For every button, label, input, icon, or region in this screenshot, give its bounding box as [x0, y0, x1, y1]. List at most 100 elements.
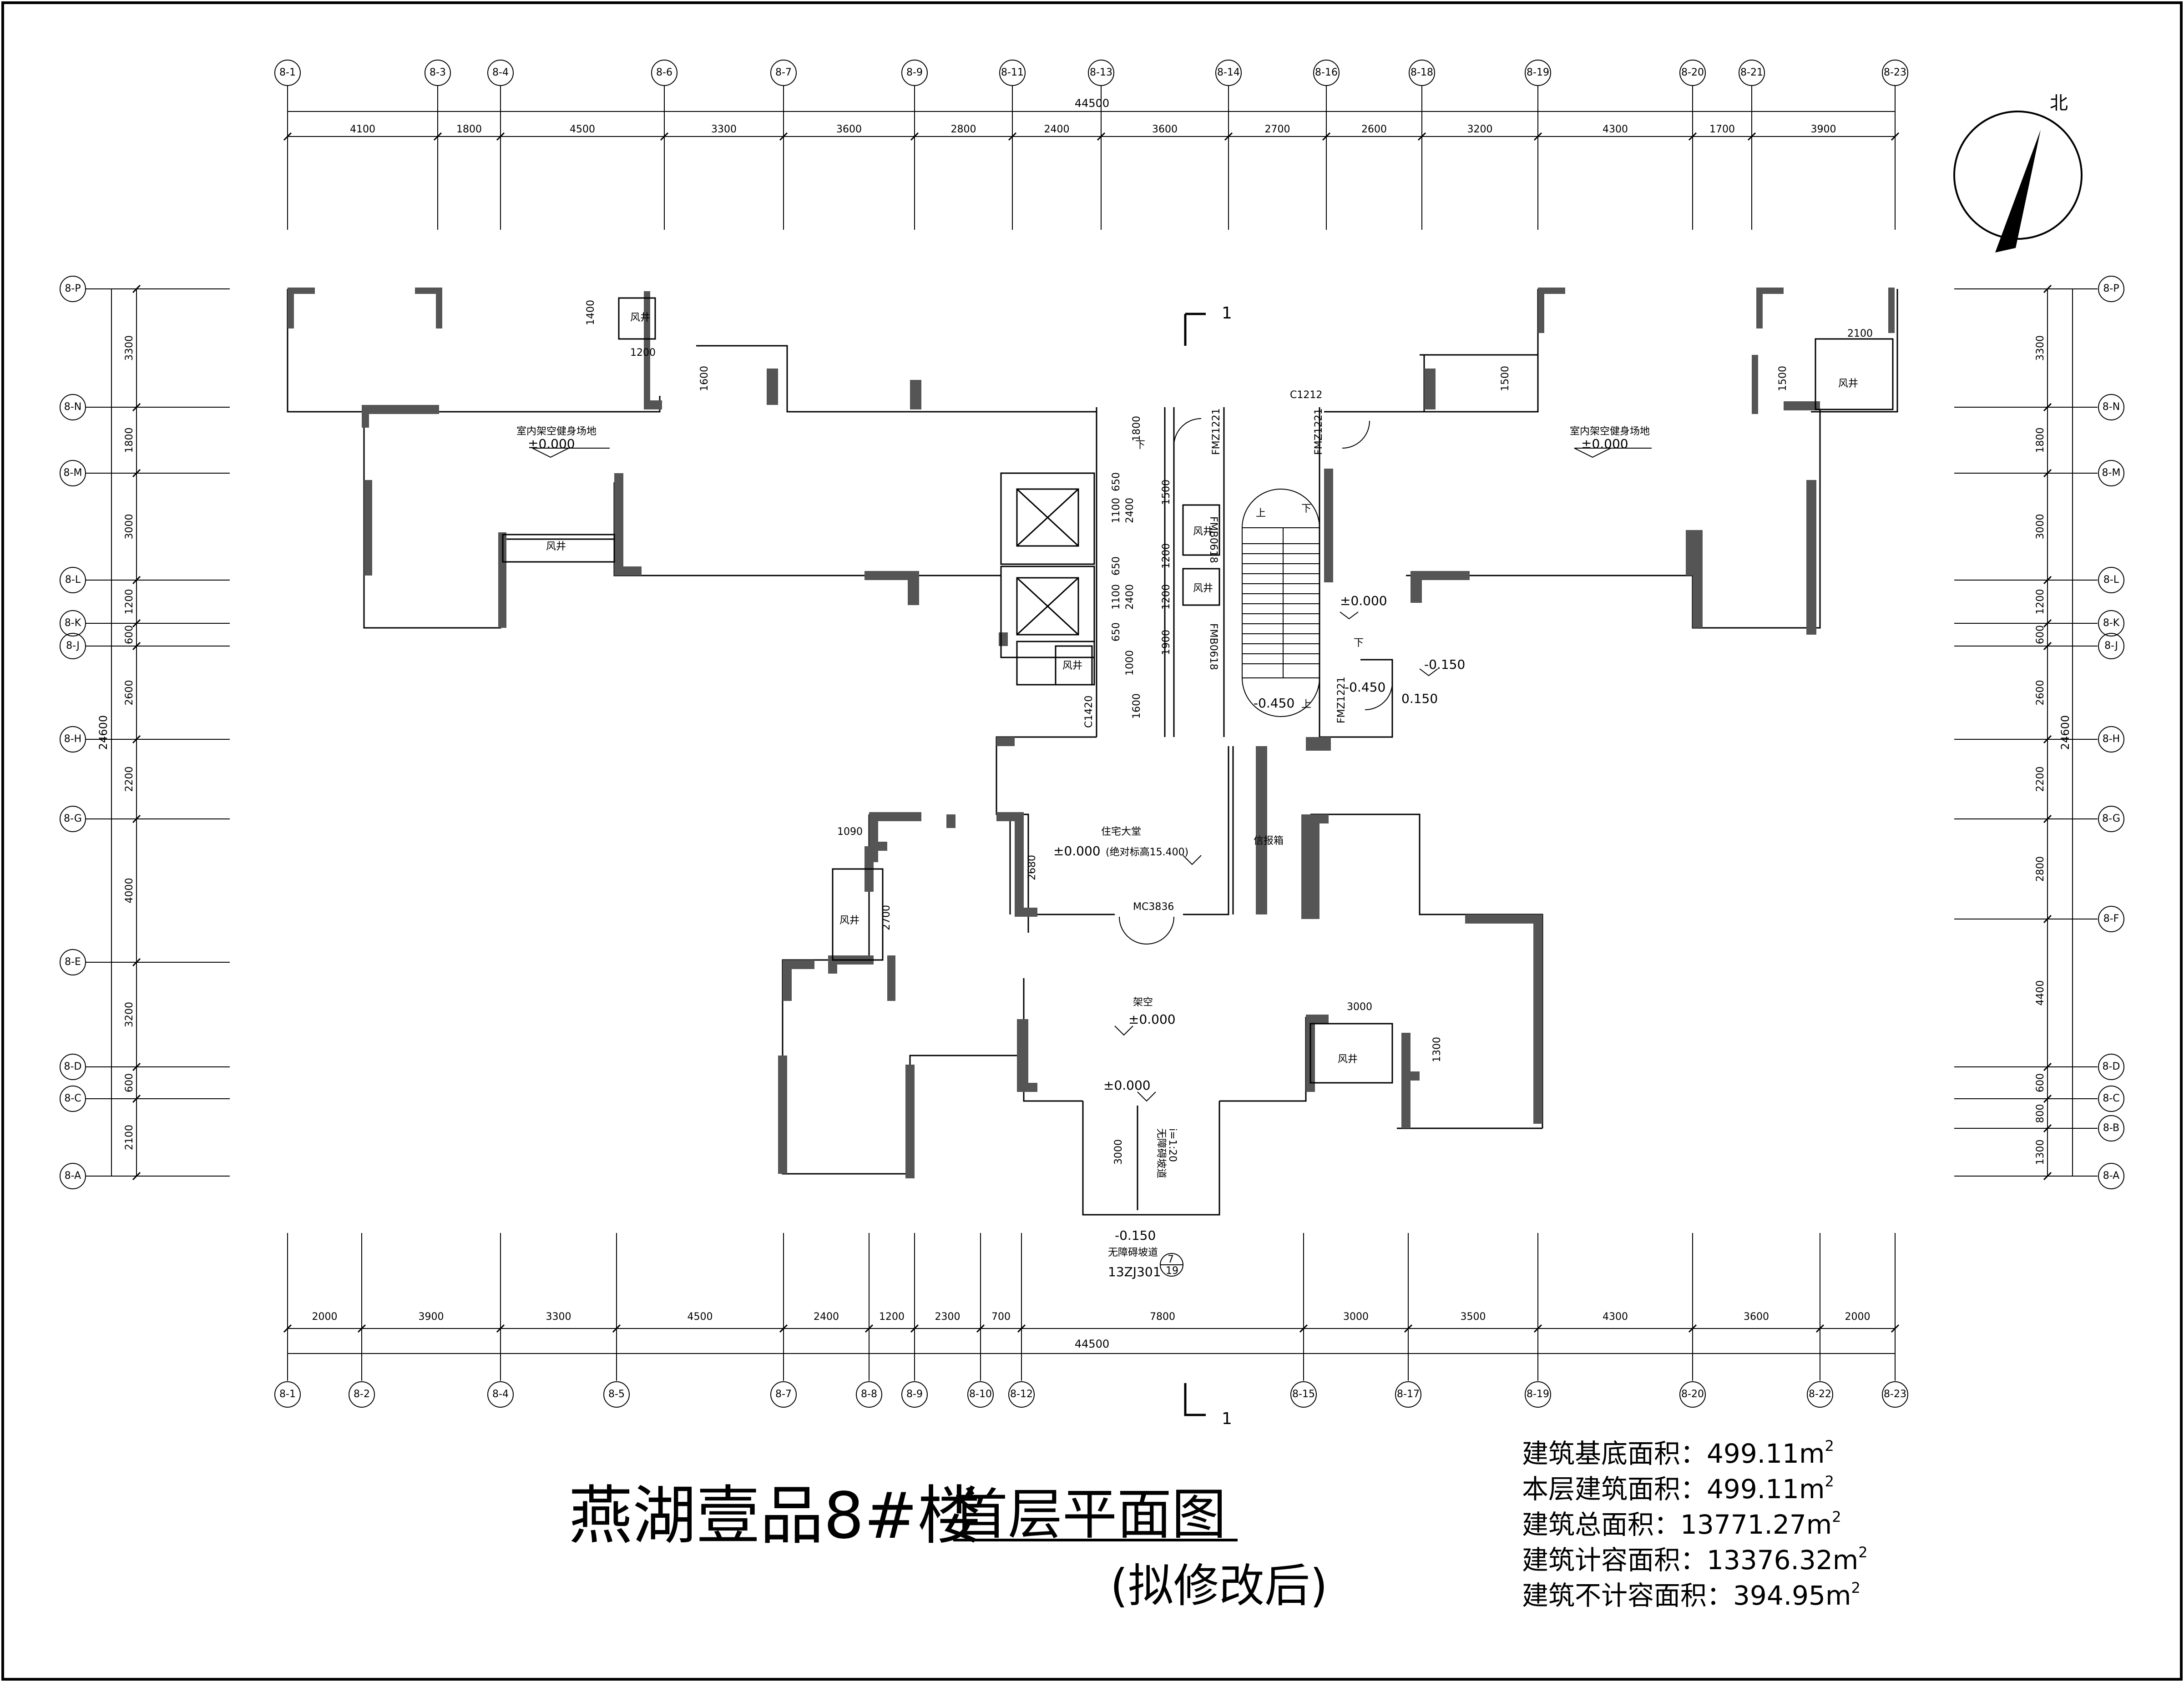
dim-segment-left: 2600: [124, 680, 135, 706]
axis-label-right: 8-B: [2103, 1122, 2119, 1134]
axis-label-right: 8-K: [2103, 617, 2120, 629]
east-fitness-label: 室内架空健身场地: [1570, 426, 1650, 437]
dim-tick-bottom: [1815, 1324, 1825, 1333]
dim-segment-left: 4000: [124, 878, 135, 904]
dim-tick-left: [132, 284, 141, 293]
dim-total-bottom: 44500: [1075, 1338, 1109, 1350]
dim-core-650-c: 650: [1111, 622, 1122, 641]
dim-total-top: 44500: [1075, 97, 1109, 110]
dim-tick-top: [283, 132, 292, 141]
axis-label-left: 8-P: [65, 283, 81, 294]
stat-value: 13771.27m: [1680, 1509, 1832, 1540]
tag-down-1: 下: [1135, 439, 1145, 451]
dim-tick-right: [2043, 1124, 2052, 1133]
tag-c1212: C1212: [1290, 389, 1322, 401]
axis-bubble-bottom: [1807, 1381, 1833, 1408]
stat-label: 建筑不计容面积：: [1522, 1580, 1733, 1611]
axis-label-bottom: 8-5: [608, 1389, 625, 1400]
dim-tick-right: [2043, 1062, 2052, 1071]
axis-bubble-bottom: [1882, 1381, 1908, 1408]
axis-label-top: 8-23: [1884, 67, 1906, 78]
detail-page: 19: [1166, 1265, 1178, 1277]
axis-bubble-right: [2098, 567, 2124, 593]
dim-tick-bottom: [1688, 1324, 1697, 1333]
detail-number: 7: [1168, 1254, 1174, 1265]
axis-label-bottom: 8-23: [1884, 1389, 1906, 1400]
stat-row: 建筑计容面积：13376.32m2: [1522, 1544, 1868, 1576]
stat-row: 建筑基底面积：499.11m2: [1522, 1437, 1834, 1469]
dim-2700: 2700: [881, 905, 892, 930]
dim-segment-right: 2200: [2035, 767, 2046, 792]
dim-segment-top: 2700: [1265, 124, 1290, 135]
dim-segment-top: 4100: [350, 124, 375, 135]
tag-mc3836: MC3836: [1133, 901, 1174, 913]
tag-up-2: 上: [1301, 699, 1311, 710]
axis-label-left: 8-M: [64, 467, 82, 479]
axis-label-top: 8-7: [775, 67, 792, 78]
axis-label-bottom: 8-12: [1010, 1389, 1033, 1400]
stair: [1242, 489, 1320, 717]
dim-tick-top: [779, 132, 788, 141]
axis-bubble-right: [2098, 1054, 2124, 1080]
dim-segment-bottom: 4300: [1603, 1311, 1628, 1323]
axis-label-left: 8-C: [64, 1093, 81, 1104]
axis-bubble-bottom: [967, 1381, 994, 1408]
section-label-top: 1: [1222, 304, 1232, 323]
dim-tick-bottom: [779, 1324, 788, 1333]
axis-label-top: 8-16: [1315, 67, 1338, 78]
axis-label-bottom: 8-1: [279, 1389, 296, 1400]
dim-segment-bottom: 2400: [814, 1311, 839, 1323]
dim-tick-left: [132, 469, 141, 478]
dim-segment-bottom: 3600: [1744, 1311, 1769, 1323]
axis-label-bottom: 8-22: [1809, 1389, 1831, 1400]
dim-1500-east-b: 1500: [1777, 366, 1789, 391]
dim-tick-top: [1097, 132, 1106, 141]
dim-tick-top: [910, 132, 919, 141]
dim-total-left: 24600: [97, 715, 110, 750]
axis-bubble-right: [2098, 460, 2124, 486]
stair-landing-elev: ±0.000: [1340, 593, 1387, 608]
dim-ramp-3000: 3000: [1113, 1139, 1124, 1165]
dim-segment-bottom: 2300: [935, 1311, 961, 1323]
dim-tick-top: [1747, 132, 1756, 141]
dim-segment-top: 1700: [1709, 124, 1735, 135]
axis-bubble-right: [2098, 633, 2124, 659]
axis-label-left: 8-E: [65, 956, 81, 968]
dim-segment-bottom: 1200: [879, 1311, 905, 1323]
title-block: 燕湖壹品8#楼 首层平面图 (拟修改后): [569, 1479, 1328, 1612]
dim-tick-bottom: [864, 1324, 874, 1333]
dim-tick-left: [132, 403, 141, 412]
axis-bubble-bottom: [1679, 1381, 1706, 1408]
dim-core-1100-a: 1100: [1111, 498, 1122, 523]
axis-label-right: 8-N: [2103, 401, 2120, 413]
stair-elevations: ±0.000 -0.450 -0.450 -0.150 0.150: [1254, 593, 1465, 711]
dim-segment-top: 3600: [836, 124, 862, 135]
stat-row: 建筑总面积：13771.27m2: [1522, 1508, 1841, 1540]
dim-segment-top: 2400: [1044, 124, 1070, 135]
axis-bubble-right: [2098, 906, 2124, 932]
dim-tick-top: [1224, 132, 1233, 141]
axis-bubble-right: [2098, 1163, 2124, 1189]
dim-segment-bottom: 7800: [1150, 1311, 1175, 1323]
stat-label: 建筑基底面积：: [1522, 1438, 1707, 1469]
dim-1200: 1200: [630, 347, 656, 359]
door-window-tags: C1212 C1420 MC3836 FMZ1221 FMZ1221 FMZ12…: [1083, 389, 1364, 913]
ramp-bottom-elev: -0.150: [1115, 1228, 1156, 1243]
axis-bubble-bottom: [1290, 1381, 1317, 1408]
axis-label-left: 8-D: [64, 1061, 82, 1072]
dim-segment-left: 2100: [124, 1125, 135, 1150]
dim-lobby-2680: 2680: [1026, 855, 1038, 880]
stat-unit-sup: 2: [1851, 1579, 1860, 1596]
dim-tick-right: [2043, 403, 2052, 412]
section-marks: [1184, 313, 1206, 1416]
axis-label-right: 8-D: [2103, 1061, 2120, 1072]
west-fitness-elev: ±0.000: [528, 436, 575, 451]
axis-label-top: 8-14: [1217, 67, 1240, 78]
dim-tick-bottom: [1017, 1324, 1026, 1333]
dim-segment-left: 600: [124, 1073, 135, 1092]
dim-segment-bottom: 3000: [1343, 1311, 1369, 1323]
entry-elev: ±0.000: [1103, 1078, 1151, 1093]
dim-segment-bottom: 3300: [546, 1311, 571, 1323]
stat-value: 499.11m: [1707, 1438, 1825, 1469]
